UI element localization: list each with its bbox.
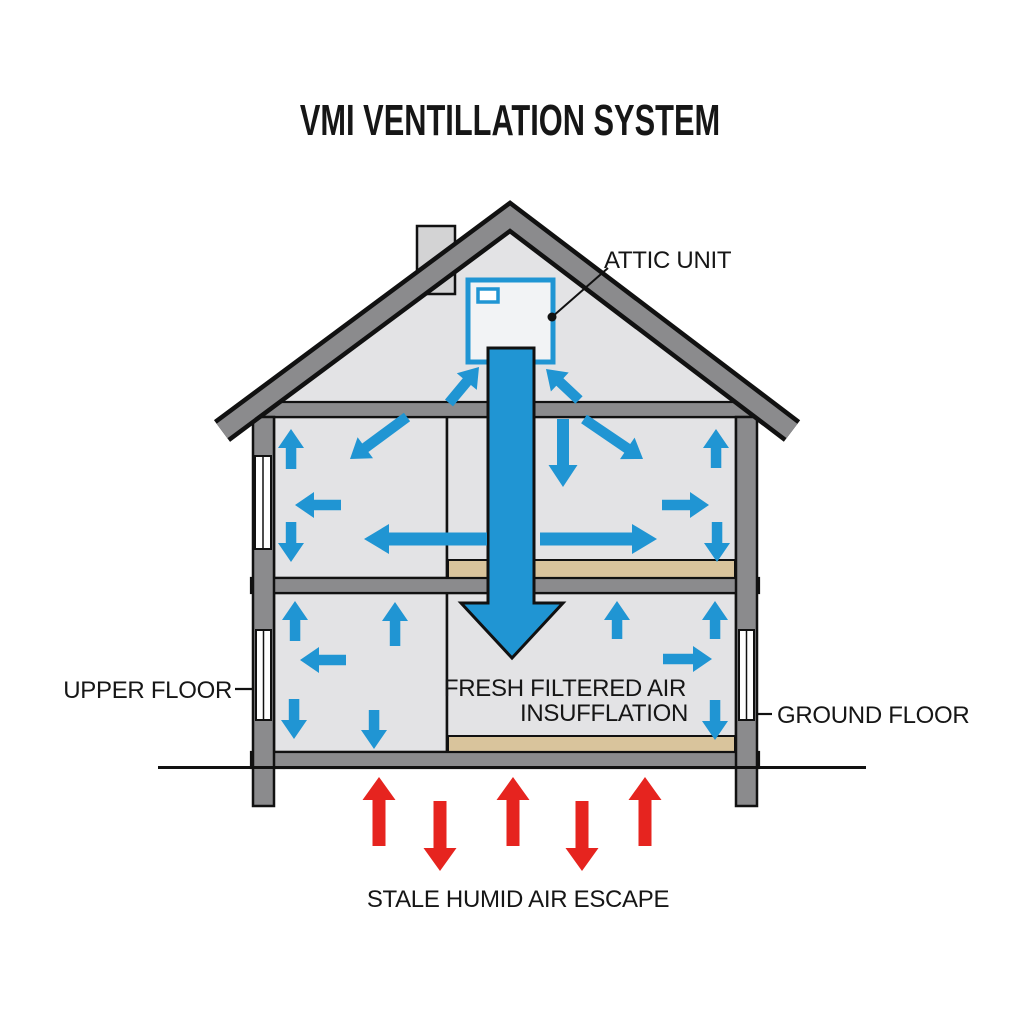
ground-slab: [249, 750, 761, 770]
airflow-arrow-down-long: [548, 419, 578, 487]
insufflation-label-line1: FRESH FILTERED AIR: [444, 675, 686, 702]
escape-arrow-up: [496, 777, 530, 846]
escape-arrow-down: [565, 801, 599, 871]
ground-floor-covering: [447, 735, 736, 753]
attic-unit-leader-dot: [547, 312, 557, 322]
insufflation-label: FRESH FILTERED AIR INSUFFLATION: [444, 675, 688, 727]
window-upper-left: [254, 455, 272, 550]
airflow-arrow-right: [662, 492, 709, 518]
airflow-arrow-right: [663, 646, 712, 672]
escape-arrow-down: [423, 801, 457, 871]
airflow-arrow-down: [361, 710, 387, 749]
airflow-arrow-down-left: [350, 412, 411, 459]
airflow-arrow-left-long: [364, 524, 487, 554]
airflow-arrows: [278, 367, 730, 749]
airflow-arrow-up: [282, 601, 308, 641]
airflow-arrow-down: [281, 699, 307, 739]
airflow-arrow-right-long: [540, 524, 657, 554]
airflow-arrow-left: [300, 647, 346, 673]
attic-unit-label: ATTIC UNIT: [604, 247, 732, 274]
supply-duct-arrow: [457, 346, 567, 661]
airflow-arrow-down-right: [581, 414, 643, 460]
ground-floor-label: GROUND FLOOR: [777, 702, 969, 729]
airflow-arrow-left: [295, 492, 341, 518]
airflow-arrow-up: [604, 601, 630, 639]
insufflation-label-line2: INSUFFLATION: [520, 700, 688, 727]
airflow-arrow-attic-up-right: [445, 367, 479, 407]
escape-arrow-up: [362, 777, 396, 846]
window-ground-left: [255, 629, 272, 721]
right-wall: [734, 415, 759, 808]
window-ground-right: [738, 629, 755, 721]
escape-arrows: [362, 777, 662, 871]
airflow-arrow-up: [278, 429, 304, 469]
roof: [216, 205, 798, 439]
airflow-arrow-up: [382, 602, 408, 646]
stale-air-label: STALE HUMID AIR ESCAPE: [367, 886, 669, 913]
attic-unit-leader-line: [551, 267, 609, 318]
diagram-title: VMI VENTILLATION SYSTEM: [300, 97, 720, 146]
upper-left-room: [272, 415, 449, 580]
airflow-arrow-down: [278, 522, 304, 562]
airflow-arrow-down: [704, 522, 730, 562]
airflow-arrow-up: [702, 601, 728, 639]
airflow-arrow-up: [703, 429, 729, 468]
airflow-arrow-attic-up-left: [546, 369, 583, 404]
airflow-arrow-down: [702, 700, 728, 740]
attic-unit-vent: [476, 287, 500, 304]
escape-arrow-up: [628, 777, 662, 846]
upper-floor-label: UPPER FLOOR: [63, 677, 232, 704]
